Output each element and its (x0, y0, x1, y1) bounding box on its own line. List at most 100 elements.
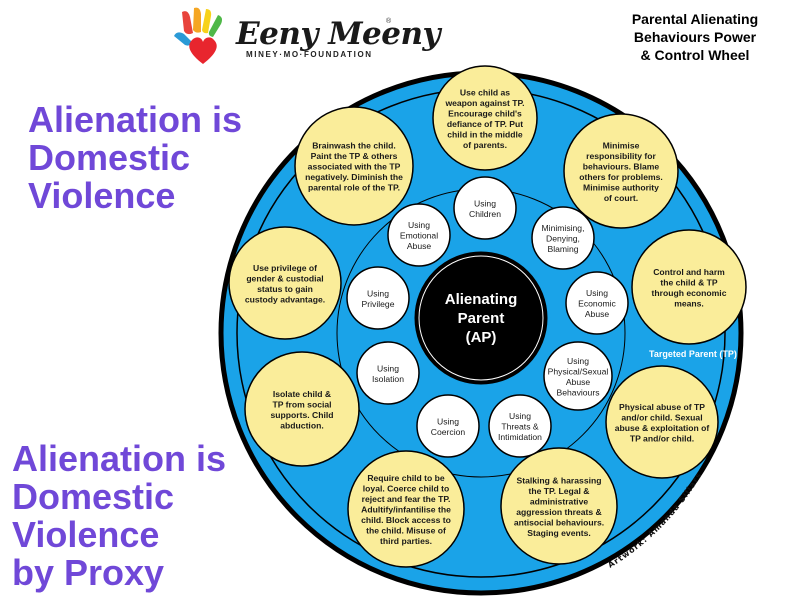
behaviour-text-emotional-line: Brainwash the child. (312, 141, 396, 151)
logo-mark-icon (174, 7, 222, 64)
behaviour-text-children-line: of parents. (463, 140, 507, 150)
tactic-text-children-line: Children (469, 209, 501, 219)
behaviour-text-privilege-line: Use privilege of (253, 263, 317, 273)
tactic-text-isolation-line: Using (377, 363, 399, 373)
logo-thumb-blue (174, 32, 192, 46)
logo-finger-orange (193, 7, 201, 33)
tactic-text-physical-line: Physical/Sexual (548, 366, 609, 376)
behaviour-text-isolation-line: abduction. (280, 420, 323, 430)
behaviour-text-physical-line: TP and/or child. (630, 433, 694, 443)
tactic-text-minimising-line: Blaming (547, 244, 578, 254)
center-label-line: Parent (458, 310, 505, 327)
behaviour-text-isolation-line: Isolate child & (273, 389, 331, 399)
behaviour-text-children-line: child in the middle (447, 129, 523, 139)
behaviour-text-privilege-line: status to gain (257, 284, 313, 294)
tactic-circle-emotional (387, 203, 451, 267)
behaviour-text-threats-line: antisocial behaviours. (514, 517, 604, 527)
tactic-text-children-line: Using (474, 198, 496, 208)
headline-top: Alienation is Domestic Violence (28, 99, 243, 216)
behaviour-text-threats-line: Staging events. (527, 528, 591, 538)
behaviour-text-children-line: weapon against TP. (444, 98, 524, 108)
behaviour-text-physical-line: abuse & exploitation of (615, 423, 710, 433)
behaviour-text-coercion-line: Adultify/infantilise the (361, 505, 451, 515)
tactic-text-economic-line: Economic (578, 299, 616, 309)
behaviour-text-minimising-line: Minimise authority (583, 182, 659, 192)
tactic-circle-privilege (346, 266, 410, 330)
behaviour-text-coercion-line: the child. Misuse of (366, 526, 446, 536)
tactic-text-economic-line: Abuse (585, 309, 610, 319)
behaviour-circle-emotional (294, 106, 414, 226)
center-label-line: Alienating (445, 291, 518, 308)
behaviour-circle-privilege (228, 226, 342, 340)
tactic-text-threats-line: Intimidation (498, 432, 542, 442)
tactic-circle-threats (488, 394, 552, 458)
tactic-circle-coercion (416, 394, 480, 458)
tactic-circle-economic (565, 271, 629, 335)
behaviour-text-threats-line: the TP. Legal & (529, 486, 590, 496)
tactic-text-privilege-line: Privilege (362, 299, 395, 309)
tactic-text-emotional-line: Using (408, 220, 430, 230)
tactic-text-privilege-line: Using (367, 288, 389, 298)
tactic-circle-isolation (356, 341, 420, 405)
behaviour-text-minimising-line: Minimise (603, 140, 640, 150)
logo-subtitle: MINEY·MO·FOUNDATION (246, 50, 373, 59)
tactic-text-minimising-line: Denying, (546, 234, 580, 244)
behaviour-text-children-line: Encourage child's (448, 108, 522, 118)
tactic-text-isolation-line: Isolation (372, 374, 404, 384)
behaviour-text-economic-line: Control and harm (653, 267, 725, 277)
behaviour-text-threats-line: administrative (530, 496, 588, 506)
tactic-circle-children (453, 176, 517, 240)
behaviour-circle-isolation (244, 351, 360, 467)
logo-finger-red (182, 11, 193, 35)
tactic-text-emotional-line: Abuse (407, 241, 432, 251)
center-circle-rim (418, 255, 544, 381)
behaviour-text-coercion-line: loyal. Coerce child to (363, 484, 449, 494)
tactic-text-coercion-line: Coercion (431, 427, 466, 437)
tactic-text-economic-line: Using (586, 288, 608, 298)
behaviour-text-children-line: Use child as (460, 87, 510, 97)
behaviour-text-coercion-line: reject and fear the TP. (362, 494, 451, 504)
tactic-text-minimising-line: Minimising, (542, 223, 585, 233)
behaviour-text-minimising-line: responsibility for (586, 151, 656, 161)
behaviour-circle-threats (500, 447, 618, 565)
behaviour-text-coercion-line: Require child to be (367, 473, 445, 483)
headline-bottom: Alienation is Domestic Violence by Proxy (12, 438, 227, 593)
tactic-text-emotional-line: Emotional (400, 231, 438, 241)
behaviour-text-threats-line: aggression threats & (516, 507, 601, 517)
tactic-text-threats-line: Threats & (501, 422, 539, 432)
behaviour-text-privilege-line: custody advantage. (245, 294, 325, 304)
logo: Eeny Meeny ® MINEY·MO·FOUNDATION (172, 6, 441, 68)
behaviour-text-emotional-line: parental role of the TP. (308, 183, 400, 193)
behaviour-text-privilege-line: gender & custodial (246, 273, 323, 283)
logo-finger-yellow (202, 9, 212, 34)
behaviour-text-physical-line: Physical abuse of TP (619, 402, 705, 412)
wheel-title: Parental Alienating Behaviours Power & C… (631, 11, 759, 63)
targeted-parent-label: Targeted Parent (TP) (649, 349, 737, 359)
behaviour-text-threats-line: Stalking & harassing (516, 475, 601, 485)
behaviour-text-children-line: defiance of TP. Put (447, 119, 523, 129)
behaviour-circle-minimising (563, 113, 679, 229)
behaviour-circle-physical (605, 365, 719, 479)
tactic-circle-minimising (531, 206, 595, 270)
behaviour-text-isolation-line: TP from social (272, 399, 331, 409)
logo-registered-mark: ® (386, 18, 392, 25)
behaviour-text-economic-line: means. (674, 298, 704, 308)
tactic-text-minimising: Minimising,Denying,Blaming (542, 223, 585, 254)
behaviour-text-coercion-line: third parties. (380, 536, 432, 546)
